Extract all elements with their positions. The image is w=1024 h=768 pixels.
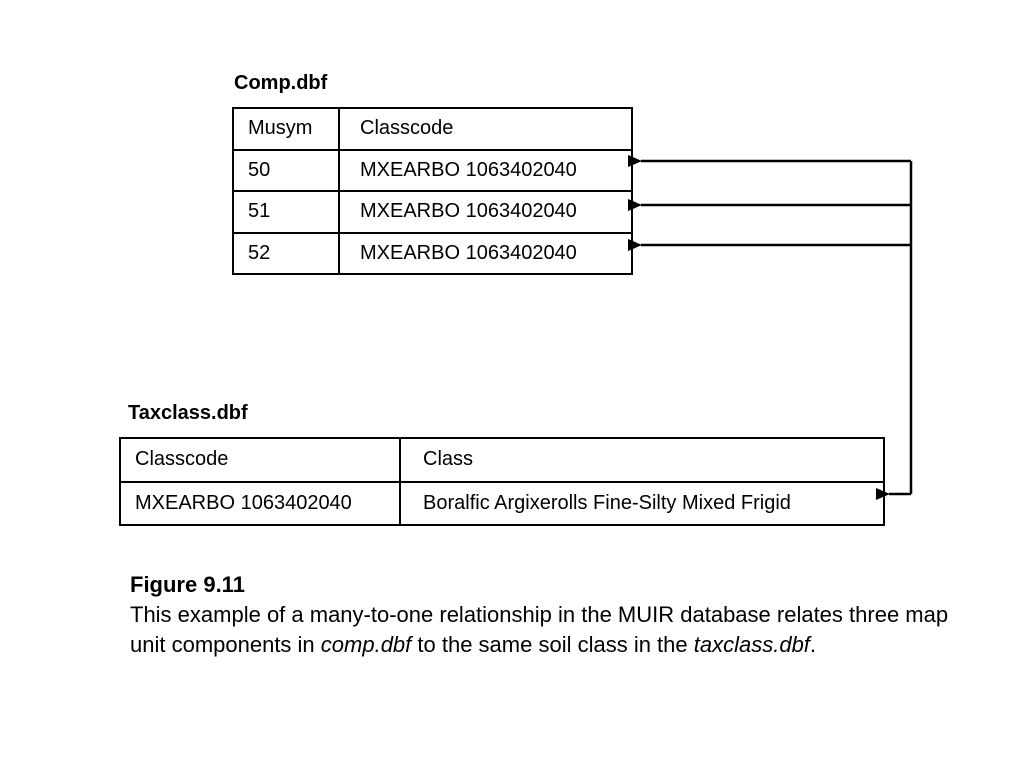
caption-emphasis: taxclass.dbf [693,632,810,657]
figure-label: Figure 9.11 [130,572,245,597]
header-class: Class [399,437,884,483]
cell-musym: 52 [233,231,339,275]
taxclass-table-title: Taxclass.dbf [128,402,248,424]
caption-text: . [809,632,817,657]
table-header-row: Classcode Class [120,437,884,483]
cell-classcode: MXEARBO 1063402040 [120,480,400,526]
comp-table: Musym Classcode 50 MXEARBO 1063402040 51… [232,107,633,275]
table-row: 50 MXEARBO 1063402040 [233,148,632,192]
header-musym: Musym [233,107,339,151]
cell-classcode: MXEARBO 1063402040 [338,231,632,275]
header-classcode: Classcode [120,437,400,483]
cell-classcode: MXEARBO 1063402040 [338,190,632,234]
table-row: 52 MXEARBO 1063402040 [233,231,632,275]
caption-text: to the same soil class in the [411,632,694,657]
cell-musym: 51 [233,190,339,234]
table-header-row: Musym Classcode [233,107,632,151]
caption-text: This example of a many-to-one relationsh… [130,602,949,657]
header-classcode: Classcode [338,107,632,151]
taxclass-table: Classcode Class MXEARBO 1063402040 Boral… [119,437,885,526]
comp-table-title: Comp.dbf [234,72,328,94]
table-row: MXEARBO 1063402040 Boralfic Argixerolls … [120,480,884,526]
cell-musym: 50 [233,148,339,192]
cell-classcode: MXEARBO 1063402040 [338,148,632,192]
table-row: 51 MXEARBO 1063402040 [233,190,632,234]
caption-emphasis: comp.dbf [320,632,412,657]
cell-class: Boralfic Argixerolls Fine-Silty Mixed Fr… [399,480,884,526]
